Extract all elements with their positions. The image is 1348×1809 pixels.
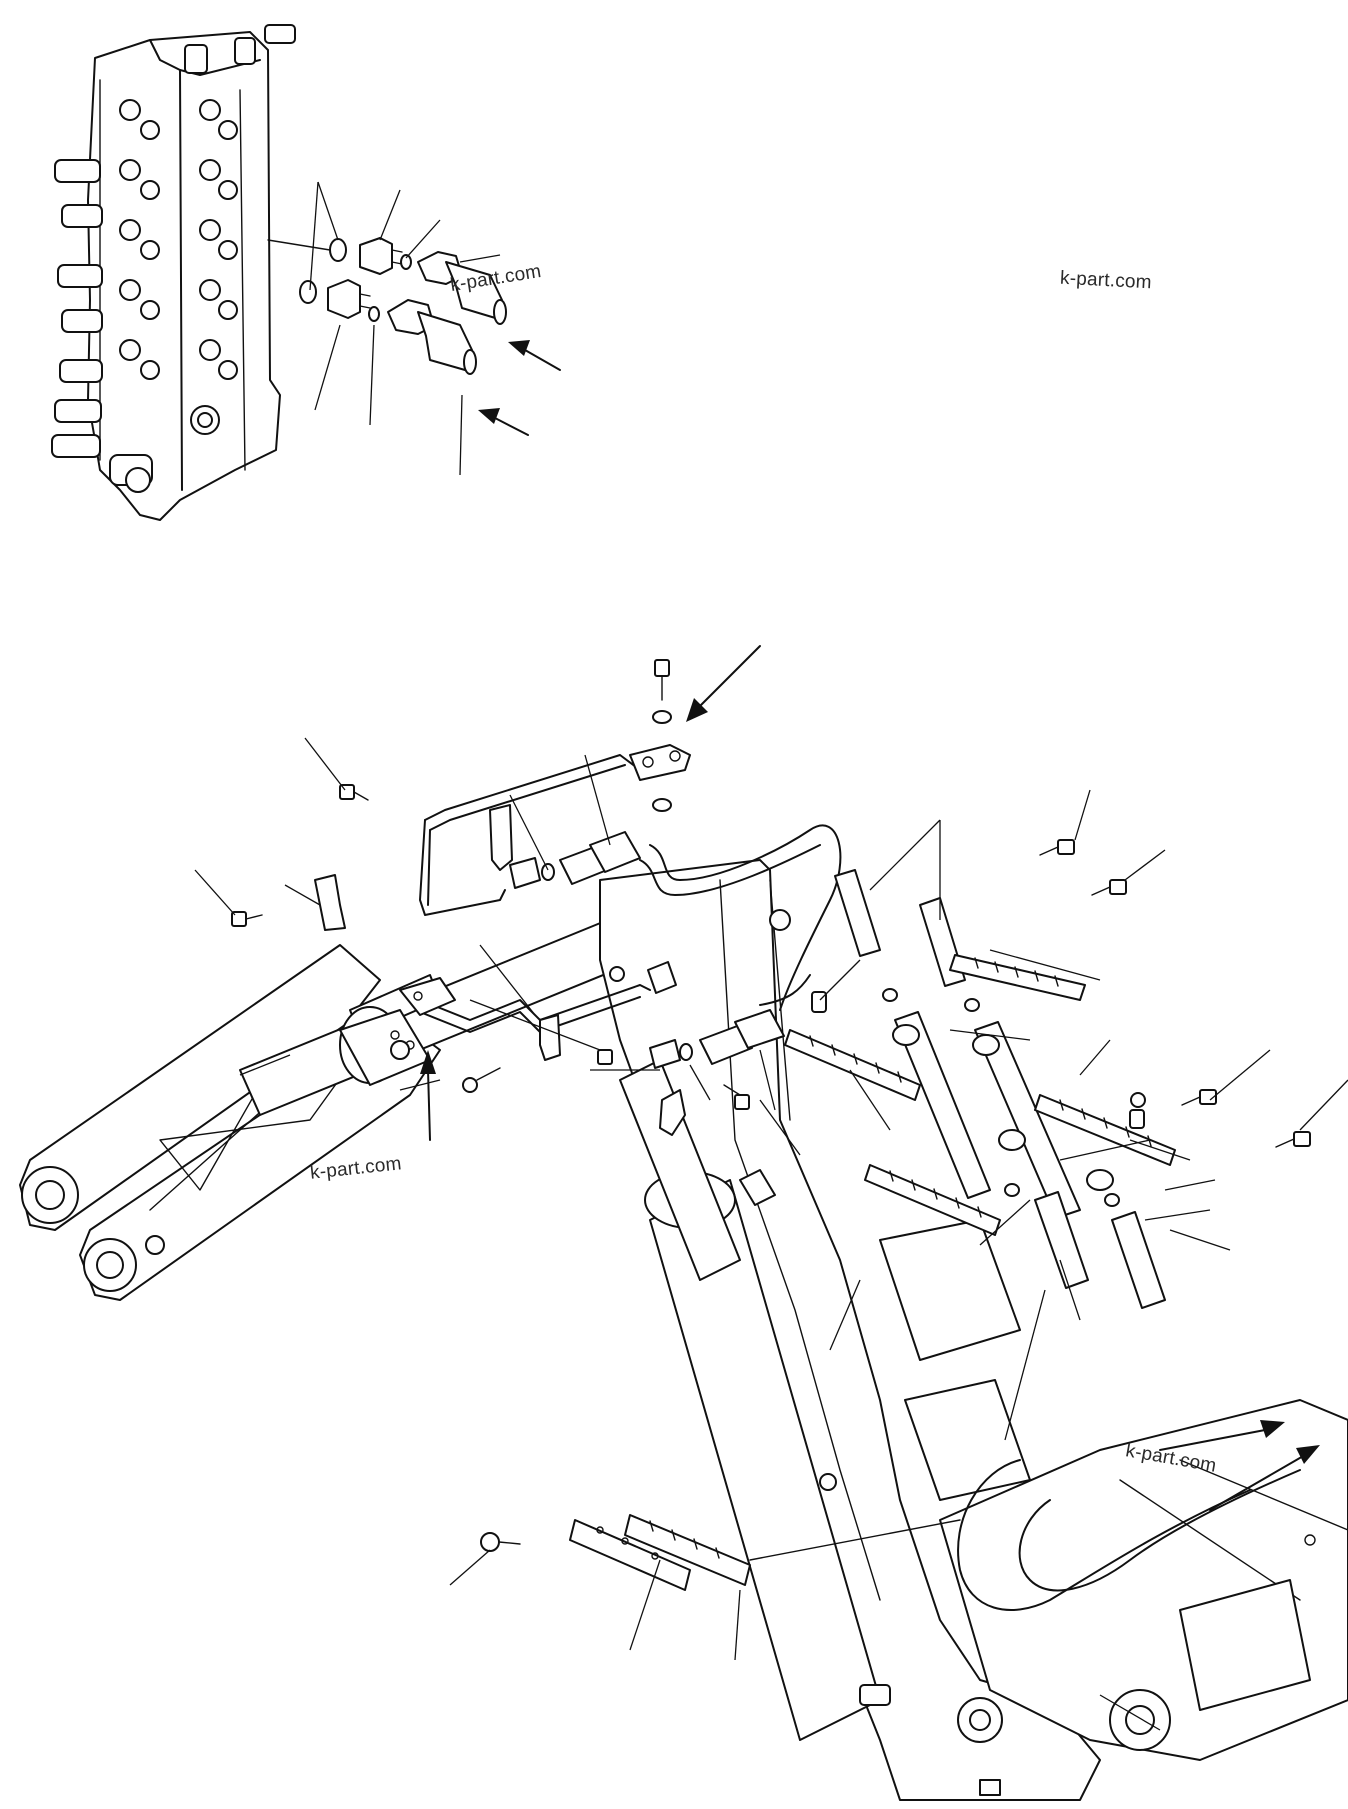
hose-upper [639, 824, 842, 1011]
watermark-2: k-part.com [1059, 267, 1153, 294]
direction-arrow-right-lower [1209, 1445, 1320, 1511]
arm-stick [19, 944, 441, 1301]
bolts [231, 659, 1311, 1552]
pipe-clamps [314, 804, 686, 1136]
direction-arrow-arm [420, 1050, 436, 1141]
valve-face-ports [119, 99, 238, 493]
valve-leader-lines [309, 181, 501, 476]
direction-arrow-top [686, 645, 761, 722]
valve-fittings-lower [299, 279, 477, 375]
valve-fittings-upper [267, 237, 507, 325]
valve-port-spools [51, 24, 296, 486]
fitting-assembly-right [834, 869, 1166, 1309]
arm-cylinder [239, 914, 641, 1116]
hose-lower [759, 974, 811, 1006]
flow-arrow-upper [508, 340, 561, 371]
control-valve-block [51, 24, 296, 521]
hose-loop-lower [957, 1459, 1301, 1611]
lower-pipe [399, 961, 677, 1033]
upper-pipe [419, 744, 691, 916]
lower-coupler [649, 1009, 785, 1069]
main-leader-lines [194, 737, 1348, 1731]
direction-arrow-right-upper [1159, 1420, 1285, 1451]
hose-holder-plates [784, 954, 1176, 1236]
flow-arrow-lower [478, 408, 529, 436]
loose-holder-plates [569, 1514, 961, 1591]
upper-coupler [509, 831, 641, 889]
